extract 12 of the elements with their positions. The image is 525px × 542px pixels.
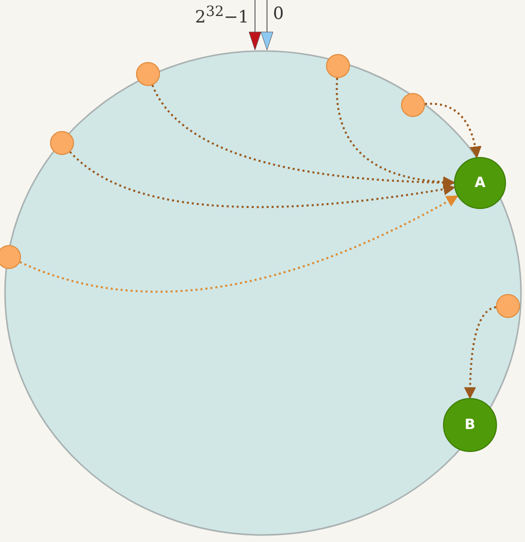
arrow <box>464 306 496 400</box>
arrow <box>152 84 456 188</box>
data-point <box>136 62 160 86</box>
arrow <box>20 195 458 292</box>
data-point <box>50 131 74 155</box>
hash-value-label: 0 <box>273 4 284 24</box>
data-point <box>0 245 21 269</box>
arrow <box>69 151 456 208</box>
data-point <box>326 54 350 78</box>
hash-value-label: 2$^{32}$−1 <box>195 4 249 28</box>
arrow <box>424 102 482 158</box>
arrow <box>336 78 456 188</box>
